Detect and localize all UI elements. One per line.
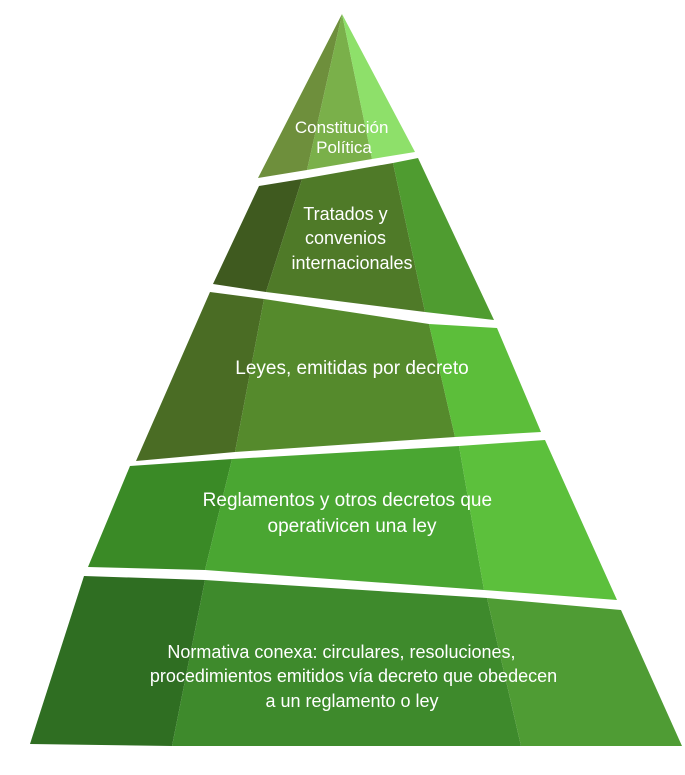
tier-4-center-facet xyxy=(205,446,484,590)
tier-3-left-facet xyxy=(136,292,264,461)
tier-constitucion: Constitución Política xyxy=(258,14,415,178)
tier-4-left-facet xyxy=(88,459,232,570)
tier-3-center-facet xyxy=(235,299,455,452)
tier-4-right-facet xyxy=(459,440,617,600)
tier-reglamentos: Reglamentos y otros decretos que operati… xyxy=(88,440,617,600)
tier-2-right-facet xyxy=(393,158,494,320)
tier-4-label: Reglamentos y otros decretos que operati… xyxy=(203,490,498,537)
tier-2-line-3: internacionales xyxy=(291,253,412,273)
tier-1-line-1: Constitución xyxy=(295,118,389,137)
tier-5-right-facet xyxy=(487,598,682,746)
tier-1-right-facet xyxy=(342,14,415,159)
tier-1-line-2: Política xyxy=(316,138,372,157)
tier-1-label: Constitución Política xyxy=(295,118,393,157)
tier-4-line-2: operativicen una ley xyxy=(268,516,437,537)
tier-3-line-1: Leyes, emitidas por decreto xyxy=(235,358,468,379)
tier-1-left-facet xyxy=(258,14,342,178)
tier-tratados: Tratados y convenios internacionales xyxy=(213,158,494,320)
tier-2-line-2: convenios xyxy=(305,228,386,248)
tier-3-right-facet xyxy=(429,324,541,437)
tier-5-center-facet xyxy=(172,580,521,746)
tier-5-line-3: a un reglamento o ley xyxy=(265,691,438,711)
tier-1-center-facet xyxy=(307,14,372,170)
tier-5-label: Normativa conexa: circulares, resolucion… xyxy=(150,642,562,711)
tier-normativa-conexa: Normativa conexa: circulares, resolucion… xyxy=(30,576,682,746)
tier-5-line-2: procedimientos emitidos vía decreto que … xyxy=(150,666,557,686)
tier-leyes: Leyes, emitidas por decreto xyxy=(136,292,541,461)
tier-2-center-facet xyxy=(266,163,425,312)
tier-2-left-facet xyxy=(213,179,302,292)
tier-5-left-facet xyxy=(30,576,205,746)
tier-4-line-1: Reglamentos y otros decretos que xyxy=(203,490,492,511)
tier-5-line-1: Normativa conexa: circulares, resolucion… xyxy=(167,642,515,662)
tier-2-line-1: Tratados y xyxy=(303,204,387,224)
tier-3-label: Leyes, emitidas por decreto xyxy=(235,358,468,379)
tier-2-label: Tratados y convenios internacionales xyxy=(291,204,412,273)
